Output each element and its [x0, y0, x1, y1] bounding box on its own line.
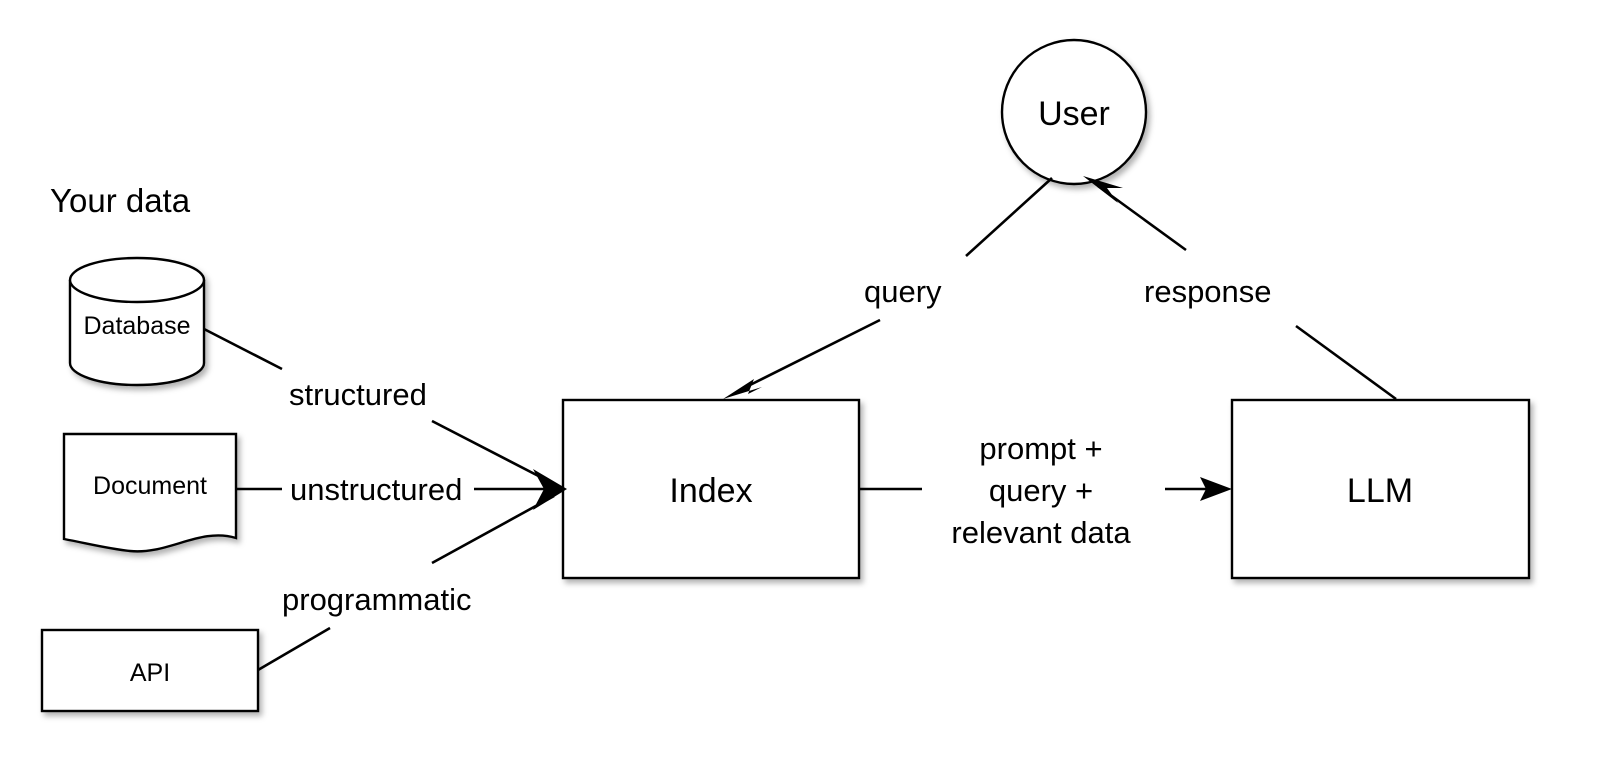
node-user[interactable] — [1000, 38, 1148, 186]
node-llm-label: LLM — [1347, 472, 1413, 510]
node-index[interactable] — [561, 398, 861, 580]
node-index-label: Index — [669, 472, 752, 510]
edge-label-prompt-line1: prompt + — [979, 431, 1102, 466]
edge-index-to-llm — [859, 477, 1232, 501]
node-user-label: User — [1038, 95, 1110, 133]
edge-label-prompt-line2: query + — [989, 473, 1093, 508]
edge-label-programmatic: programmatic — [282, 582, 472, 617]
node-document[interactable] — [62, 432, 238, 553]
node-api-label: API — [130, 659, 170, 687]
node-database[interactable] — [68, 256, 206, 387]
edge-database-to-index — [203, 327, 555, 486]
arrowhead-into-index-left — [533, 469, 567, 510]
edge-label-structured: structured — [289, 377, 427, 412]
edge-label-unstructured: unstructured — [290, 472, 462, 507]
page-title: Your data — [50, 182, 191, 219]
edge-api-to-index — [257, 494, 555, 672]
node-database-label: Database — [83, 312, 190, 340]
node-api[interactable] — [40, 628, 260, 713]
edge-label-prompt-line3: relevant data — [951, 515, 1131, 550]
edge-llm-to-user — [1083, 176, 1397, 401]
edge-label-query: query — [864, 274, 942, 309]
edge-label-response: response — [1144, 274, 1272, 309]
edge-user-to-index — [723, 177, 1053, 399]
node-document-label: Document — [93, 472, 207, 500]
